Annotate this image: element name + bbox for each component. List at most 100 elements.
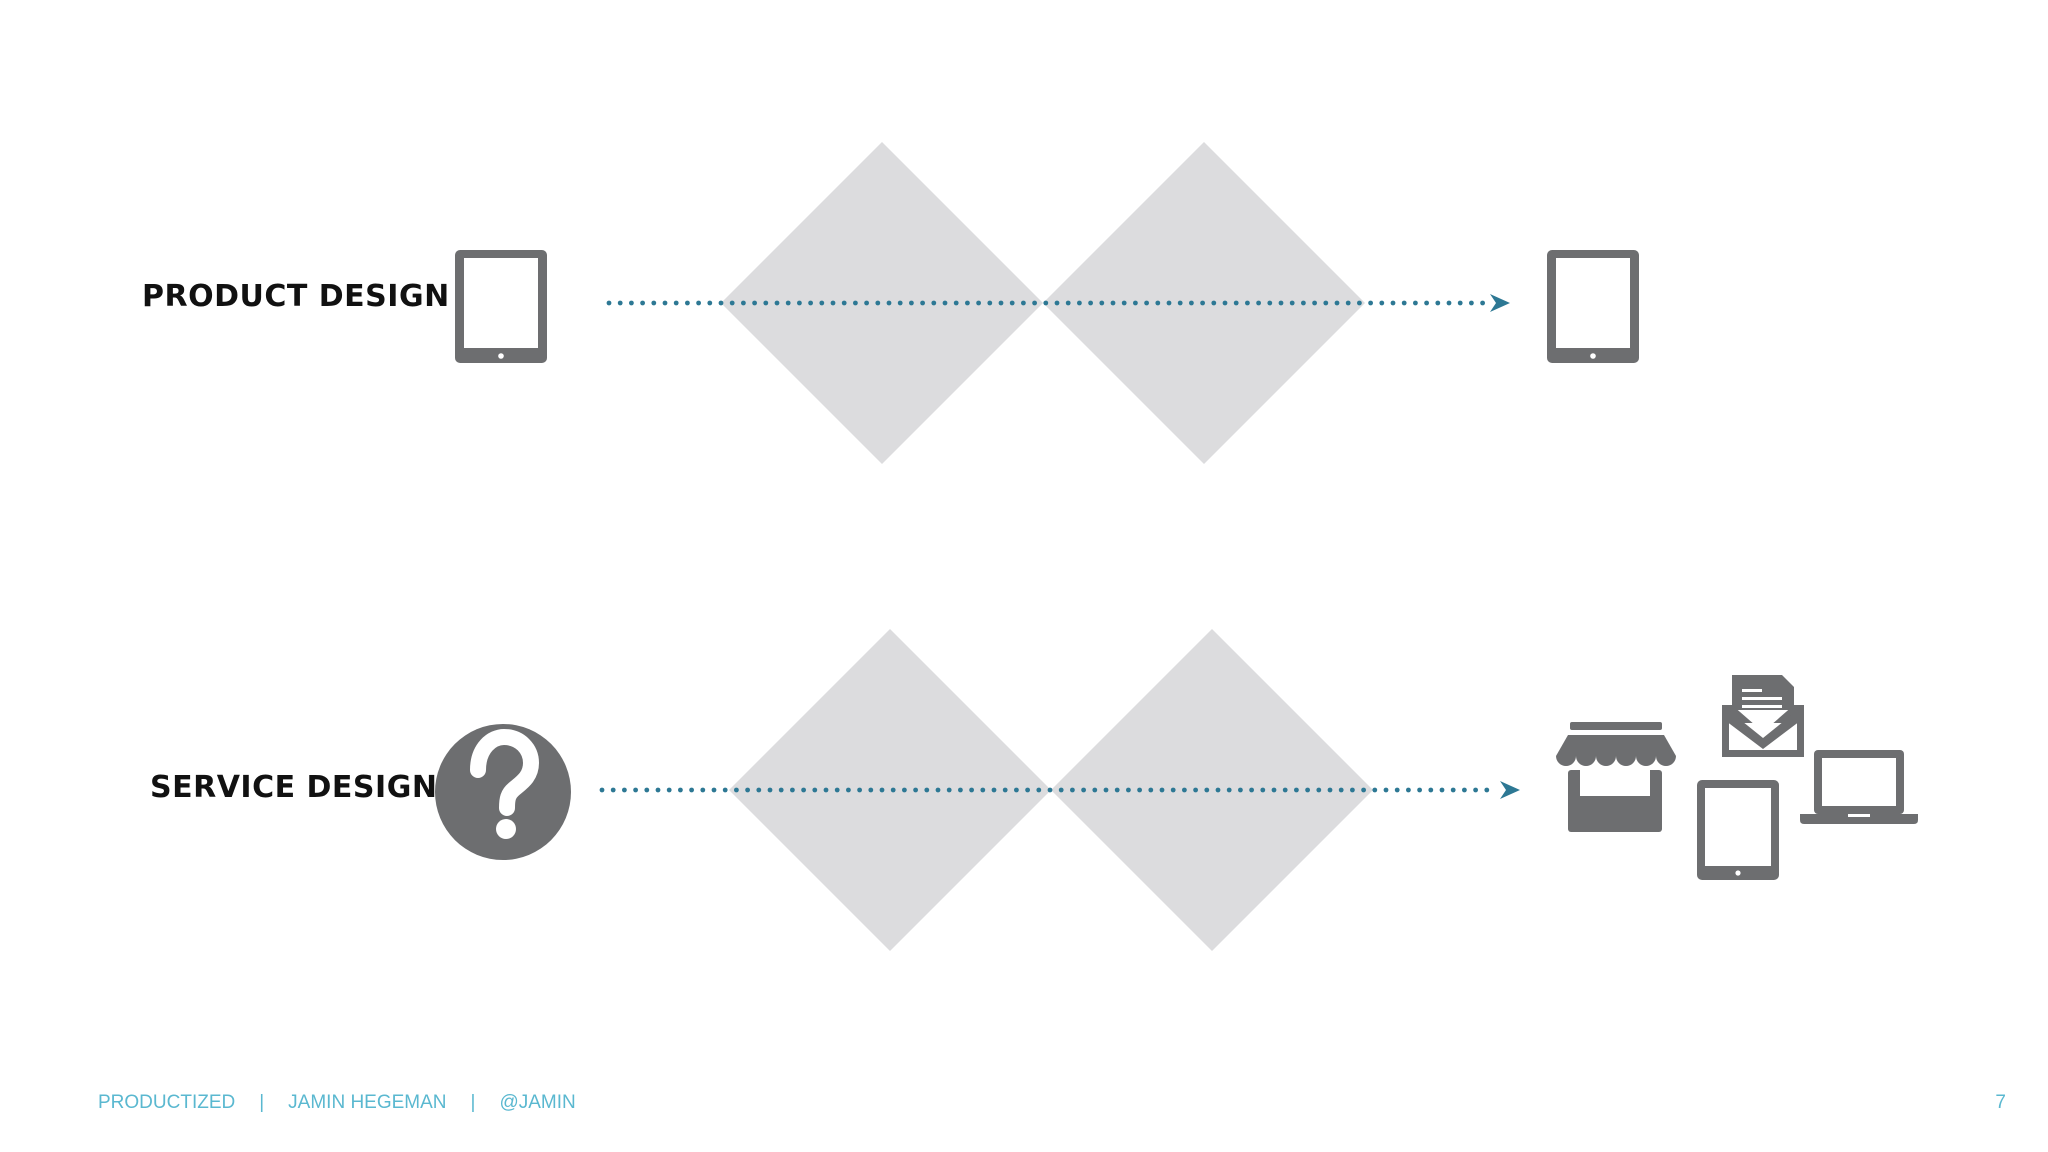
timeline-dot bbox=[1054, 300, 1060, 306]
timeline-dot bbox=[774, 300, 780, 306]
timeline-dot bbox=[756, 787, 762, 793]
timeline-dot bbox=[823, 787, 829, 793]
timeline-dot bbox=[1114, 787, 1120, 793]
timeline-dot bbox=[1110, 300, 1116, 306]
timeline-dot bbox=[767, 787, 773, 793]
timeline-dot bbox=[1267, 300, 1273, 306]
timeline-dot bbox=[729, 300, 735, 306]
timeline-dot bbox=[1469, 300, 1474, 306]
timeline-dot bbox=[689, 787, 694, 793]
timeline-dot bbox=[1305, 787, 1310, 793]
timeline-dot bbox=[644, 787, 650, 793]
timeline-dot bbox=[991, 787, 997, 793]
timeline-dot bbox=[1182, 787, 1187, 793]
timeline-dot bbox=[801, 787, 806, 793]
timeline-dot bbox=[1345, 300, 1351, 306]
timeline-dot bbox=[1450, 787, 1456, 793]
footer-separator: | bbox=[470, 1092, 476, 1113]
timeline-dot bbox=[846, 787, 851, 793]
timeline-dot bbox=[797, 300, 802, 306]
timeline-dot bbox=[864, 300, 869, 306]
timeline-dot bbox=[745, 787, 750, 793]
timeline-dot bbox=[606, 300, 612, 306]
tablet-icon bbox=[1547, 250, 1639, 363]
timeline-dot bbox=[1379, 300, 1385, 306]
timeline-dot bbox=[1189, 300, 1194, 306]
service-design-label: SERVICE DESIGN bbox=[150, 770, 438, 805]
timeline-dot bbox=[1065, 300, 1071, 306]
timeline-dot bbox=[853, 300, 858, 306]
timeline-dot bbox=[1021, 300, 1026, 306]
timeline-dot bbox=[1394, 787, 1400, 793]
timeline-dot bbox=[1170, 787, 1176, 793]
service-design-row bbox=[435, 629, 1918, 951]
footer-author: JAMIN HEGEMAN bbox=[288, 1092, 447, 1113]
timeline-dot bbox=[958, 787, 963, 793]
timeline-dot bbox=[700, 787, 706, 793]
timeline-dot bbox=[1155, 300, 1161, 306]
timeline-dot bbox=[1014, 787, 1019, 793]
product-design-label: PRODUCT DESIGN bbox=[142, 279, 450, 314]
timeline-dot bbox=[830, 300, 836, 306]
timeline-dot bbox=[1137, 787, 1142, 793]
timeline-dot bbox=[778, 787, 784, 793]
timeline-dot bbox=[808, 300, 813, 306]
timeline-dot bbox=[622, 787, 627, 793]
timeline-dot bbox=[953, 300, 959, 306]
timeline-dot bbox=[1428, 787, 1434, 793]
product-arrowhead bbox=[1490, 294, 1510, 312]
timeline-dot bbox=[1245, 300, 1250, 306]
timeline-dot bbox=[1312, 300, 1317, 306]
timeline-dot bbox=[1200, 300, 1205, 306]
timeline-dot bbox=[790, 787, 795, 793]
footer-separator: | bbox=[259, 1092, 265, 1113]
timeline-dot bbox=[1271, 787, 1277, 793]
timeline-dot bbox=[1036, 787, 1042, 793]
timeline-dot bbox=[1099, 300, 1105, 306]
timeline-dot bbox=[1338, 787, 1344, 793]
timeline-dot bbox=[662, 300, 668, 306]
timeline-dot bbox=[913, 787, 918, 793]
timeline-dot bbox=[1406, 787, 1411, 793]
timeline-dot bbox=[1372, 787, 1378, 793]
footer-brand: PRODUCTIZED bbox=[98, 1092, 236, 1113]
footer-handle: @JAMIN bbox=[499, 1092, 576, 1113]
timeline-dot bbox=[763, 300, 769, 306]
question-mark-icon bbox=[435, 724, 571, 860]
timeline-dot bbox=[741, 300, 746, 306]
product-dotted-line bbox=[606, 300, 1485, 306]
timeline-dot bbox=[1126, 787, 1131, 793]
timeline-dot bbox=[1193, 787, 1198, 793]
timeline-dot bbox=[1256, 300, 1261, 306]
timeline-dot bbox=[1368, 300, 1373, 306]
timeline-dot bbox=[998, 300, 1004, 306]
timeline-dot bbox=[897, 300, 903, 306]
timeline-dot bbox=[1025, 787, 1030, 793]
timeline-dot bbox=[785, 300, 791, 306]
timeline-dot bbox=[1334, 300, 1340, 306]
timeline-dot bbox=[1457, 300, 1463, 306]
timeline-dot bbox=[1282, 787, 1288, 793]
timeline-dot bbox=[610, 787, 616, 793]
timeline-dot bbox=[857, 787, 862, 793]
timeline-dot bbox=[1058, 787, 1064, 793]
timeline-dot bbox=[673, 300, 679, 306]
tablet-icon bbox=[1697, 780, 1779, 880]
timeline-dot bbox=[1383, 787, 1389, 793]
timeline-dot bbox=[1166, 300, 1172, 306]
timeline-dot bbox=[902, 787, 907, 793]
timeline-dot bbox=[1070, 787, 1075, 793]
timeline-dot bbox=[711, 787, 717, 793]
footer: PRODUCTIZED | JAMIN HEGEMAN | @JAMIN bbox=[98, 1092, 576, 1114]
product-discover-diamond bbox=[721, 142, 1043, 464]
timeline-dot bbox=[868, 787, 874, 793]
timeline-dot bbox=[1484, 787, 1490, 793]
timeline-dot bbox=[1092, 787, 1098, 793]
timeline-dot bbox=[722, 787, 728, 793]
timeline-dot bbox=[879, 787, 885, 793]
timeline-dot bbox=[875, 300, 881, 306]
timeline-dot bbox=[812, 787, 818, 793]
timeline-dot bbox=[909, 300, 914, 306]
timeline-dot bbox=[734, 787, 739, 793]
timeline-dot bbox=[666, 787, 672, 793]
